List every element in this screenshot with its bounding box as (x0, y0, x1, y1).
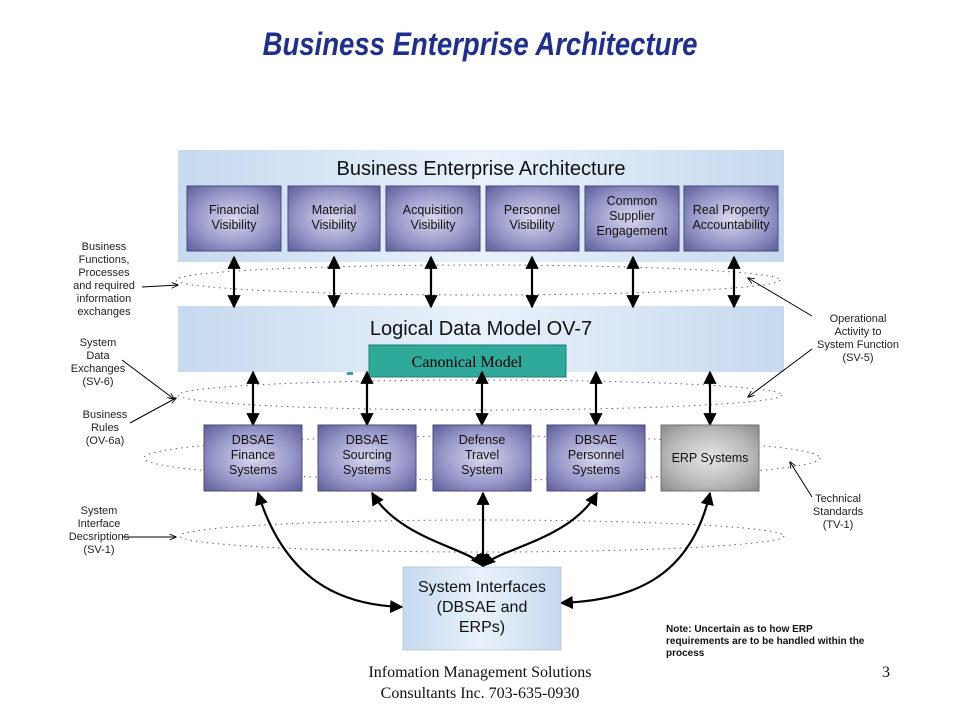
travel-line2: Travel (465, 448, 499, 462)
interfaces-line3: ERPs) (459, 619, 505, 636)
bf-line2: Functions, (79, 254, 130, 266)
footer-line2: Consultants Inc. 703-635-0930 (380, 685, 580, 702)
oa-line2: Activity to (834, 326, 881, 338)
system-interfaces-box (402, 566, 562, 651)
ts-line1: Technical (815, 493, 861, 505)
dbsae-finance-box (203, 424, 303, 492)
personnel-visibility-line2: Visibility (510, 218, 556, 232)
real-property-accountability-box (683, 185, 779, 252)
travel-line1: Defense (459, 433, 506, 447)
technical-standards-ellipse (143, 435, 821, 481)
business-functions-ellipse (175, 264, 781, 296)
erp-systems-label: ERP Systems (672, 451, 749, 465)
bf-line6: exchanges (77, 306, 131, 318)
br-line1: Business (83, 409, 128, 421)
sid-line2: Interface (78, 518, 121, 530)
interfaces-line1: System Interfaces (418, 579, 546, 596)
sid-line1: System (81, 505, 118, 517)
personnel-sys-line2: Personnel (568, 448, 624, 462)
defense-travel-box (432, 424, 532, 492)
oa-line3: System Function (817, 339, 899, 351)
financial-visibility-box (186, 185, 282, 252)
sde-line2: Data (86, 350, 110, 362)
sid-line3: Decsriptions (69, 531, 130, 543)
finance-line1: DBSAE (232, 433, 274, 447)
bea-panel-title: Business Enterprise Architecture (336, 158, 625, 180)
interfaces-line2: (DBSAE and (437, 599, 528, 616)
finance-line3: Systems (229, 463, 277, 477)
sde-line4: (SV-6) (82, 376, 113, 388)
financial-visibility-line1: Financial (209, 203, 259, 217)
erp-systems-box (660, 424, 760, 492)
personnel-visibility-box (485, 185, 580, 252)
canonical-model-box (368, 344, 567, 378)
common-supplier-line2: Supplier (609, 209, 655, 223)
bf-line5: information (77, 293, 131, 305)
sourcing-line1: DBSAE (346, 433, 388, 447)
br-line3: (OV-6a) (86, 435, 125, 447)
bf-line4: and required (73, 280, 135, 292)
sid-line4: (SV-1) (83, 544, 114, 556)
bf-line1: Business (82, 241, 127, 253)
bf-line3: Processes (78, 267, 130, 279)
travel-line3: System (461, 463, 503, 477)
oa-line4: (SV-5) (842, 352, 873, 364)
dbsae-sourcing-box (317, 424, 417, 492)
sourcing-line3: Systems (343, 463, 391, 477)
slide-title: Business Enterprise Architecture (262, 26, 698, 62)
real-property-line1: Real Property (693, 203, 770, 217)
common-supplier-line1: Common (607, 194, 658, 208)
ts-line2: Standards (813, 506, 864, 518)
system-boxes (203, 424, 760, 492)
financial-visibility-line2: Visibility (212, 218, 258, 232)
ts-line3: (TV-1) (823, 519, 854, 531)
real-property-line2: Accountability (692, 218, 770, 232)
br-line2: Rules (91, 422, 120, 434)
footer-line1: Infomation Management Solutions (368, 664, 592, 681)
material-visibility-line1: Material (312, 203, 356, 217)
personnel-sys-line3: Systems (572, 463, 620, 477)
system-data-exchanges-ellipse (177, 379, 783, 411)
footer: Infomation Management Solutions Consulta… (250, 662, 710, 704)
oa-line1: Operational (830, 313, 887, 325)
acquisition-visibility-box (385, 185, 481, 252)
sourcing-line2: Sourcing (342, 448, 391, 462)
common-supplier-line3: Engagement (597, 224, 668, 238)
material-visibility-line2: Visibility (312, 218, 358, 232)
page-number: 3 (882, 664, 890, 681)
erp-note: Note: Uncertain as to how ERP requiremen… (666, 624, 865, 659)
acquisition-visibility-line1: Acquisition (403, 203, 463, 217)
material-visibility-box (287, 185, 381, 252)
dbsae-personnel-box (546, 424, 646, 492)
personnel-sys-line1: DBSAE (575, 433, 617, 447)
personnel-visibility-line1: Personnel (504, 203, 560, 217)
logical-data-model-title: Logical Data Model OV-7 (370, 318, 592, 340)
sde-line3: Exchanges (71, 363, 126, 375)
sde-line1: System (80, 337, 117, 349)
common-supplier-engagement-box (584, 185, 680, 252)
canonical-model-label: Canonical Model (412, 354, 523, 371)
capability-boxes (186, 185, 779, 252)
finance-line2: Finance (231, 448, 276, 462)
acquisition-visibility-line2: Visibility (411, 218, 457, 232)
